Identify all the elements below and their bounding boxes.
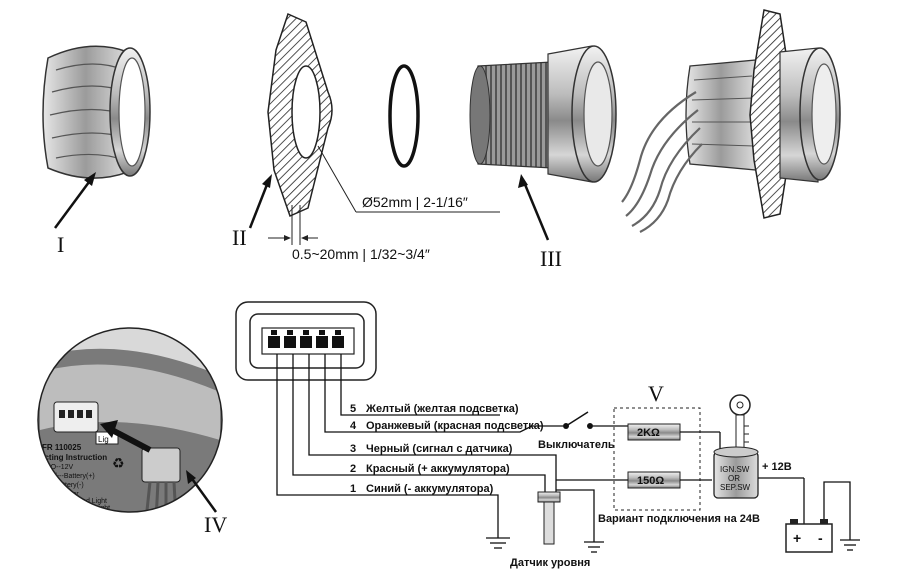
- label-I: I: [57, 232, 64, 257]
- wire-4-label: Оранжевый (красная подсветка): [366, 420, 544, 432]
- resistor-2k-label: 2KΩ: [637, 427, 660, 439]
- inset-line-3: BO--12V: [46, 464, 74, 471]
- o-ring: [388, 64, 420, 168]
- arrow-I: [53, 177, 94, 229]
- inset-line-4: Red---Battery(+): [44, 473, 95, 480]
- wire-3-number: 3: [350, 443, 356, 455]
- wire-5-number: 5: [350, 403, 356, 415]
- inset-line-6: k---Sensor: [46, 491, 79, 498]
- thickness-dimension: 0.5~20mm | 1/32~3/4″: [292, 246, 430, 262]
- switch-label: Выключатель: [538, 439, 615, 451]
- resistor-150-label: 150Ω: [637, 475, 664, 487]
- ground-symbols: [486, 489, 860, 553]
- plus12-label: + 12В: [762, 461, 792, 473]
- wire-3-label: Черный (сигнал с датчика): [366, 443, 513, 455]
- label-V: V: [648, 381, 664, 406]
- inset-line-2: ecting Instruction: [40, 453, 107, 462]
- inset-connector-label: Lig: [98, 435, 109, 444]
- arrow-II: [248, 181, 270, 229]
- arrow-IV: [188, 475, 218, 513]
- battery-minus: -: [818, 530, 823, 546]
- battery: + -: [785, 481, 851, 553]
- inset-line-1: FR 110025: [42, 443, 82, 452]
- connector-inset: Lig FR 110025 ecting Instruction BO--12V…: [37, 327, 227, 537]
- connector-pins: [268, 330, 344, 348]
- assembled-gauge: [621, 9, 841, 233]
- wires: [276, 354, 557, 538]
- ignition-switch: IGN.SW OR SEP.SW + 12В: [713, 394, 805, 524]
- variant-24v-label: Вариант подключения на 24В: [598, 513, 760, 525]
- wire-2-label: Красный (+ аккумулятора): [366, 463, 510, 475]
- ign-line-3: SEP.SW: [720, 483, 751, 492]
- wire-5-label: Желтый (желтая подсветка): [365, 403, 519, 415]
- label-III: III: [540, 246, 562, 271]
- wire-4-number: 4: [350, 420, 357, 432]
- level-sensor: Датчик уровня: [510, 491, 590, 569]
- battery-plus: +: [793, 530, 801, 546]
- gauge-wires: [621, 91, 703, 233]
- label-IV: IV: [204, 512, 227, 537]
- ign-line-2: OR: [728, 474, 740, 483]
- wire-1-label: Синий (- аккумулятора): [366, 483, 494, 495]
- switch: Выключатель: [532, 411, 628, 451]
- recycle-icon: ♻: [112, 455, 125, 471]
- sensor-label: Датчик уровня: [510, 557, 590, 569]
- diameter-dimension: Ø52mm | 2-1/16″: [362, 194, 468, 210]
- arrow-III: [522, 181, 550, 241]
- gauge-body-part-III: III: [469, 45, 617, 271]
- mounting-nut-part-I: I: [42, 45, 151, 257]
- wire-2-number: 2: [350, 463, 356, 475]
- label-II: II: [232, 225, 247, 250]
- variant-24v-box: V 2KΩ 150Ω Вариант подключения на 24В: [556, 381, 760, 525]
- ign-line-1: IGN.SW: [720, 465, 750, 474]
- wire-1-number: 1: [350, 483, 356, 495]
- mounting-bracket-part-II: II 0.5~20mm | 1/32~3/4″ Ø52mm | 2-1/16″: [232, 12, 500, 262]
- wiring-diagram: 5 Желтый (желтая подсветка) 4 Оранжевый …: [235, 301, 860, 569]
- inset-line-9: HP: [60, 512, 70, 519]
